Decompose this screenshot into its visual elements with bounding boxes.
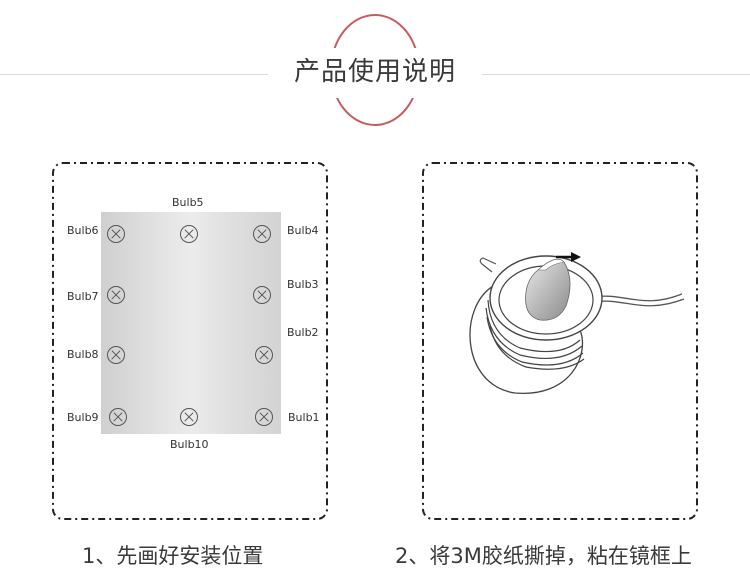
- mirror-panel: [101, 212, 281, 434]
- bulb-socket-illustration: [469, 252, 685, 394]
- bulb-label-10: Bulb10: [170, 438, 209, 451]
- bulb-icon: [107, 346, 125, 364]
- bulb-label-2: Bulb2: [287, 326, 319, 339]
- header-divider-right: [482, 74, 750, 75]
- bulb-icon: [109, 408, 127, 426]
- bulb-icon: [255, 408, 273, 426]
- bulb-icon: [255, 346, 273, 364]
- step1-frame: [52, 162, 328, 520]
- bulb-icon: [253, 286, 271, 304]
- bulb-icon: [253, 225, 271, 243]
- bulb-label-1: Bulb1: [288, 411, 320, 424]
- step1-caption: 1、先画好安装位置: [82, 544, 264, 568]
- step2-caption: 2、将3M胶纸撕掉，粘在镜框上: [395, 544, 692, 568]
- bulb-label-5: Bulb5: [172, 196, 204, 209]
- page-title: 产品使用说明: [293, 57, 456, 87]
- step2-frame: [422, 162, 698, 520]
- bulb-label-3: Bulb3: [287, 278, 319, 291]
- header-divider-left: [0, 74, 268, 75]
- bulb-label-6: Bulb6: [67, 224, 99, 237]
- bulb-icon: [180, 225, 198, 243]
- bulb-icon: [107, 225, 125, 243]
- bulb-icon: [180, 408, 198, 426]
- bulb-label-8: Bulb8: [67, 348, 99, 361]
- bulb-icon: [107, 286, 125, 304]
- bulb-label-7: Bulb7: [67, 290, 99, 303]
- bulb-label-9: Bulb9: [67, 411, 99, 424]
- bulb-label-4: Bulb4: [287, 224, 319, 237]
